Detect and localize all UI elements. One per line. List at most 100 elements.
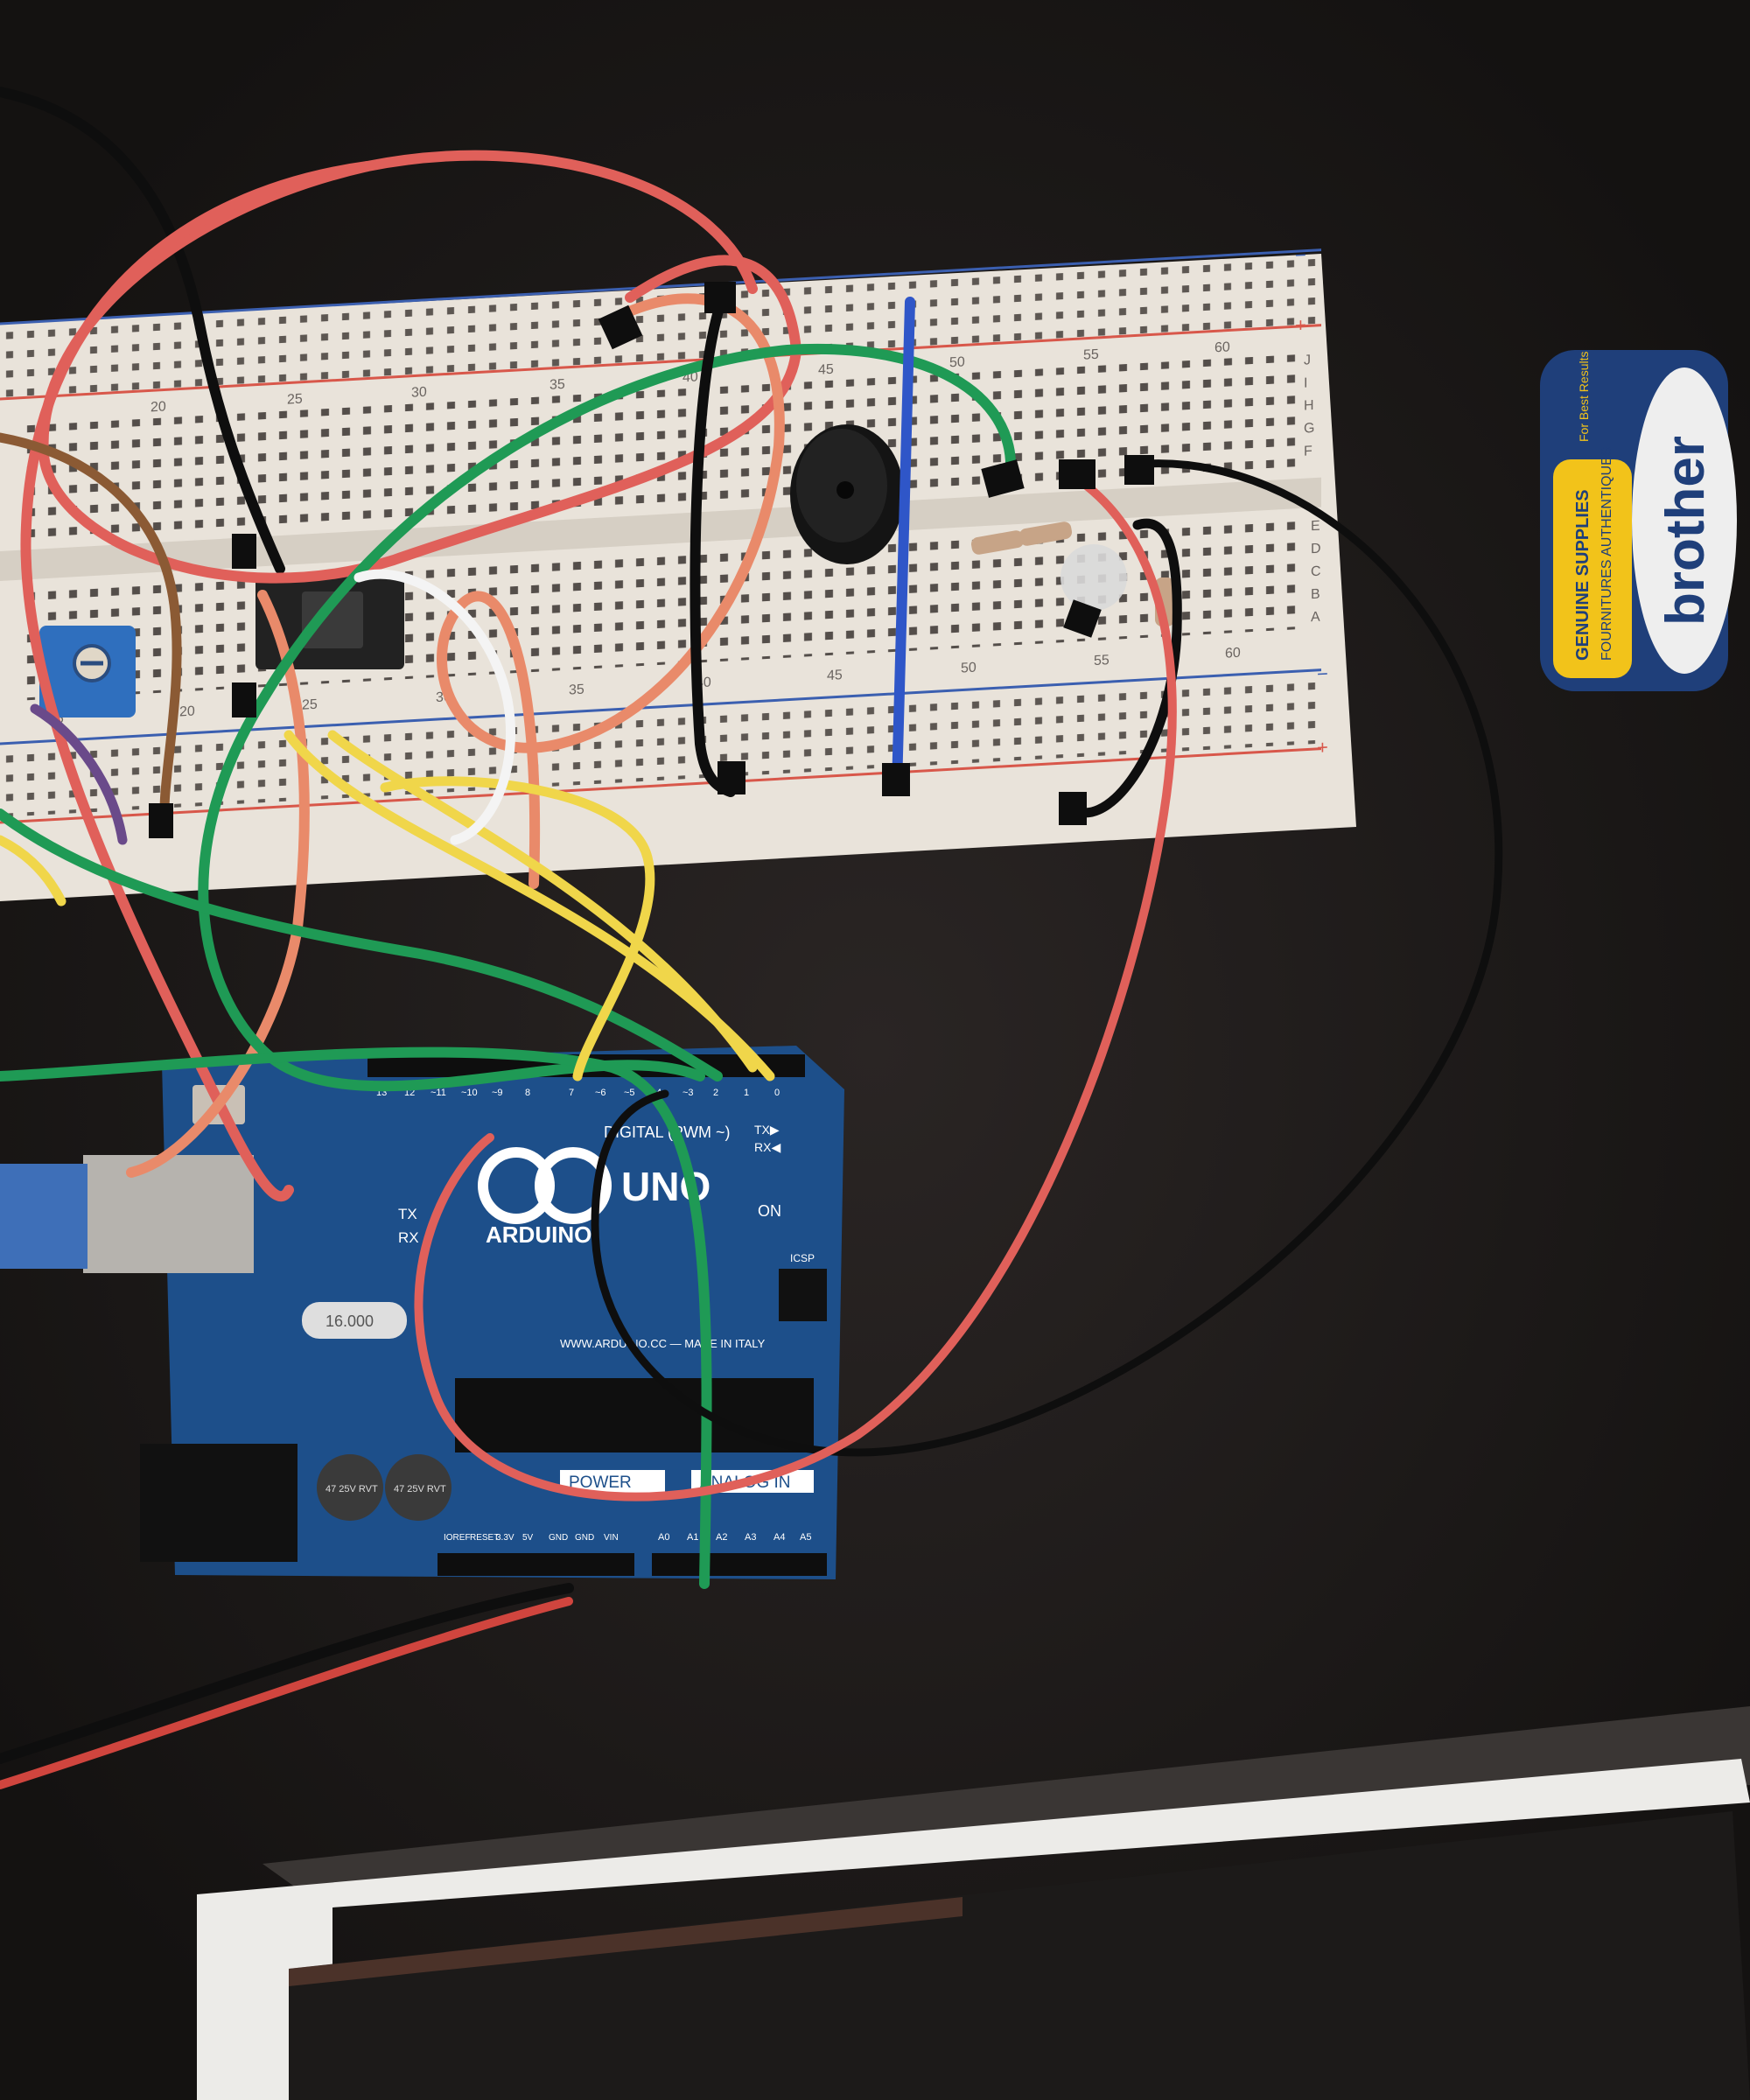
wire-green-left <box>0 808 723 1082</box>
col-num: 50 <box>961 661 976 676</box>
pin-label: ~5 <box>624 1088 635 1098</box>
pin-label: ~6 <box>595 1088 606 1098</box>
pin-label: 5V <box>522 1533 534 1543</box>
wire-red-right <box>414 468 1177 1502</box>
capacitor <box>385 1454 452 1521</box>
pin-label: ~11 <box>430 1088 446 1098</box>
top-column-numbers: 20 25 30 35 40 45 50 55 60 <box>150 340 1230 415</box>
row-letter: B <box>1311 587 1320 603</box>
wire-red-left <box>20 161 373 1202</box>
crystal <box>302 1302 407 1339</box>
wire-white <box>354 569 515 845</box>
pin-label: RESET <box>470 1533 499 1543</box>
col-num: 45 <box>818 362 834 378</box>
cap-label: 47 25V RVT <box>394 1484 446 1494</box>
sticker-tag: For Best Results <box>1577 352 1591 442</box>
pin-label: A3 <box>745 1532 756 1543</box>
rx-arrow: RX◀ <box>754 1140 780 1154</box>
row-letters: J I H G F E D C B A <box>1304 353 1321 626</box>
pin-label: 0 <box>774 1088 780 1098</box>
pin-label: GND <box>549 1533 568 1543</box>
digital-label: DIGITAL (PWM ~) <box>604 1124 731 1141</box>
pin-label: A0 <box>658 1532 669 1543</box>
row-letter: E <box>1311 519 1320 535</box>
pin-label: ~3 <box>682 1088 694 1098</box>
wire-black-buzzer <box>690 284 736 797</box>
power-label: POWER <box>569 1474 632 1492</box>
col-num: 45 <box>827 668 843 683</box>
wire-purple <box>30 704 128 845</box>
led-white <box>1060 544 1127 611</box>
rail-minus-bottom: − <box>1317 662 1328 685</box>
pin-label: ~10 <box>461 1088 478 1098</box>
website-label: WWW.ARDUINO.CC — MADE IN ITALY <box>560 1337 766 1350</box>
sticker-line2: FOURNITURES AUTHENTIQUES <box>1600 447 1614 661</box>
row-letter: C <box>1311 564 1321 580</box>
wire-green-long <box>198 344 1017 1092</box>
jumper-wires <box>0 87 1503 1789</box>
potentiometer <box>39 626 136 718</box>
usb-port <box>83 1155 254 1273</box>
power-header <box>438 1553 634 1576</box>
rx-label: RX <box>398 1229 419 1246</box>
wire-black-top-left <box>0 87 285 574</box>
pin-label: 8 <box>525 1088 530 1098</box>
wire-black-long <box>591 459 1503 1457</box>
tx-arrow: TX▶ <box>754 1123 780 1137</box>
pin-label: 2 <box>713 1088 718 1098</box>
col-num: 55 <box>1083 347 1099 363</box>
wire-green-board <box>0 1046 712 1589</box>
col-num: 50 <box>949 354 965 370</box>
power-pin-labels: IOREF RESET 3.3V 5V GND GND VIN <box>444 1533 619 1543</box>
microcontroller-chip <box>455 1378 814 1452</box>
pin-label: 1 <box>744 1088 749 1098</box>
pin-label: 3.3V <box>496 1533 514 1543</box>
wire-brown <box>0 432 182 836</box>
brother-sticker: GENUINE SUPPLIES FOURNITURES AUTHENTIQUE… <box>1540 350 1737 691</box>
tx-label: TX <box>398 1206 417 1222</box>
bottom-rail <box>0 680 1321 817</box>
row-letter: F <box>1304 444 1312 459</box>
on-label: ON <box>758 1202 781 1220</box>
pin-label: A5 <box>800 1532 811 1543</box>
col-num: 35 <box>569 682 584 698</box>
pin-label: A4 <box>774 1532 785 1543</box>
buzzer <box>790 424 904 564</box>
wire-yellow-4 <box>0 835 66 906</box>
analog-header <box>652 1553 827 1576</box>
col-num: 20 <box>150 399 166 415</box>
col-num: 25 <box>287 392 303 408</box>
row-letter: G <box>1304 421 1314 437</box>
rail-minus-top: − <box>1295 244 1306 267</box>
cap-label: 47 25V RVT <box>326 1484 378 1494</box>
sticker-line1: GENUINE SUPPLIES <box>1573 489 1592 661</box>
col-num: 55 <box>1094 653 1110 668</box>
wire-red-power <box>0 1597 573 1789</box>
pin-label: ~9 <box>492 1088 503 1098</box>
crystal-label: 16.000 <box>326 1312 374 1330</box>
icsp-label: ICSP <box>790 1252 815 1264</box>
col-num: 35 <box>550 377 565 393</box>
row-letter: J <box>1304 353 1311 368</box>
wire-blue-jumper <box>892 297 915 793</box>
row-letter: I <box>1304 375 1307 390</box>
sticker-brand: brother <box>1656 436 1716 626</box>
dc-jack <box>140 1444 298 1562</box>
logo-text: ARDUINO <box>486 1222 592 1248</box>
rail-plus-top: + <box>1295 314 1306 337</box>
row-letter: D <box>1311 542 1321 557</box>
col-num: 25 <box>302 697 318 713</box>
col-num: 60 <box>1214 340 1230 355</box>
wire-yellow-3 <box>380 776 655 1082</box>
wire-yellow-2 <box>327 730 758 1073</box>
wire-black-power <box>0 1583 574 1764</box>
pin-label: VIN <box>604 1533 619 1543</box>
pin-label: A1 <box>687 1532 698 1543</box>
row-letter: H <box>1304 398 1314 414</box>
pin-label: IOREF <box>444 1533 471 1543</box>
analog-pin-labels: A0 A1 A2 A3 A4 A5 <box>658 1532 811 1543</box>
icsp-header <box>779 1269 827 1321</box>
row-letter: A <box>1311 610 1320 626</box>
wire-pins <box>149 282 1154 838</box>
